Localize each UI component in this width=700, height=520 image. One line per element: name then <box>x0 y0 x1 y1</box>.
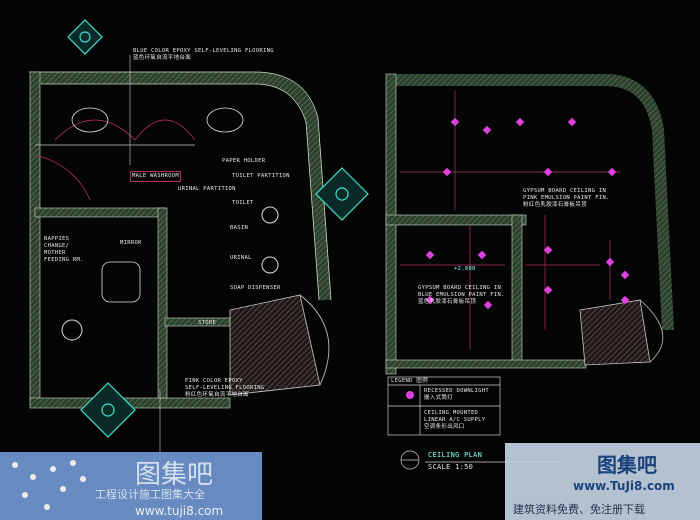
fixture-label: MIRROR <box>120 240 142 246</box>
watermark-logo: 图集吧 <box>597 453 657 477</box>
downlight-icon <box>515 117 525 127</box>
downlight-icon <box>607 167 617 177</box>
fixture-label: TOILET PARTITION <box>232 173 290 179</box>
downlight-icon <box>620 295 630 305</box>
ceiling-level: +2.800 <box>454 266 476 272</box>
downlight-icon <box>483 300 493 310</box>
legend-item: CEILING MOUNTED LINEAR A/C SUPPLY 空调条形出风… <box>424 410 486 430</box>
watermark-logo: 图集吧 <box>135 460 214 490</box>
fixture-label: BASIN <box>230 225 249 231</box>
fixture-label: SOAP DISPENSER <box>230 285 281 291</box>
pink-floor-note: PINK COLOR EPOXY SELF-LEVELING FLOORING … <box>185 378 265 398</box>
fixture-label: URINAL PARTITION <box>178 186 236 192</box>
downlight-legend-icon <box>406 391 414 399</box>
downlight-icon <box>620 270 630 280</box>
plan-scale: SCALE 1:50 <box>428 463 474 471</box>
downlight-icon <box>543 167 553 177</box>
blue-ceiling-note: GYPSUM BOARD CEILING IN BLUE EMULSION PA… <box>418 285 505 305</box>
downlight-icon <box>477 250 487 260</box>
watermark-left: 图集吧 工程设计施工图集大全 www.tuji8.com <box>0 452 262 520</box>
downlight-icon <box>482 125 492 135</box>
watermark-url[interactable]: www.tuji8.com <box>135 504 224 518</box>
room-label-male-washroom: MALE WASHROOM <box>130 171 181 182</box>
floor-pattern-symbols <box>67 19 369 438</box>
downlight-icon <box>543 285 553 295</box>
watermark-url[interactable]: www.TuJi8.com <box>573 479 675 493</box>
watermark-slogan: 工程设计施工图集大全 <box>95 488 205 501</box>
plan-title: CEILING PLAN <box>428 451 483 459</box>
room-label-store: STORE <box>198 320 217 326</box>
left-plan-walls <box>29 55 332 460</box>
legend-title: LEGEND 图例 <box>391 378 428 384</box>
watermark-right: 图集吧 www.TuJi8.com 建筑资料免费、免注册下载 <box>505 443 700 520</box>
fixture-label: URINAL <box>230 255 252 261</box>
watermark-slogan: 建筑资料免费、免注册下载 <box>513 503 645 516</box>
legend-item: RECESSED DOWNLIGHT 嵌入式筒灯 <box>424 388 490 401</box>
downlight-markers <box>425 117 630 310</box>
downlight-icon <box>567 117 577 127</box>
right-plan-walls <box>385 73 674 375</box>
fixture-label: PAPER HOLDER <box>222 158 266 164</box>
downlight-icon <box>425 295 435 305</box>
downlight-icon <box>605 257 615 267</box>
downlight-icon <box>450 117 460 127</box>
room-label-nappies: NAPPIES CHANGE/ MOTHER FEEDING RM. <box>44 236 84 263</box>
pink-ceiling-note: GYPSUM BOARD CEILING IN PINK EMULSION PA… <box>523 188 610 208</box>
blue-floor-note: BLUE COLOR EPOXY SELF-LEVELING FLOORING … <box>133 48 274 61</box>
downlight-icon <box>442 167 452 177</box>
downlight-icon <box>425 250 435 260</box>
fixture-label: TOILET <box>232 200 254 206</box>
